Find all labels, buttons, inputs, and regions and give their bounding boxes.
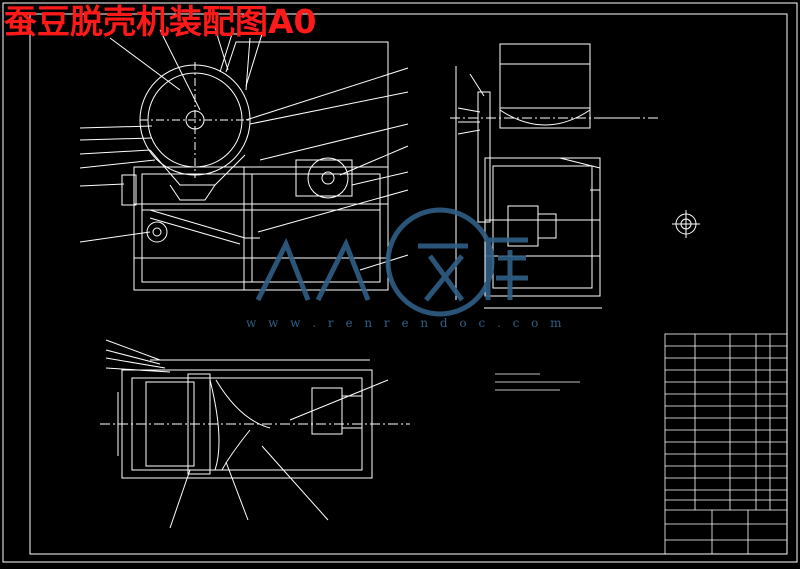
detail-view	[672, 210, 700, 238]
watermark-url: w w w . r e n r e n d o c . c o m	[246, 316, 566, 330]
side-view	[450, 43, 660, 309]
inner-border	[29, 13, 788, 555]
parts-list	[664, 333, 788, 555]
technical-notes	[495, 373, 580, 391]
drawing-title: 蚕豆脱壳机装配图A0	[4, 2, 317, 41]
front-view	[79, 27, 409, 291]
watermark-logo	[255, 207, 528, 317]
top-view	[100, 339, 410, 529]
